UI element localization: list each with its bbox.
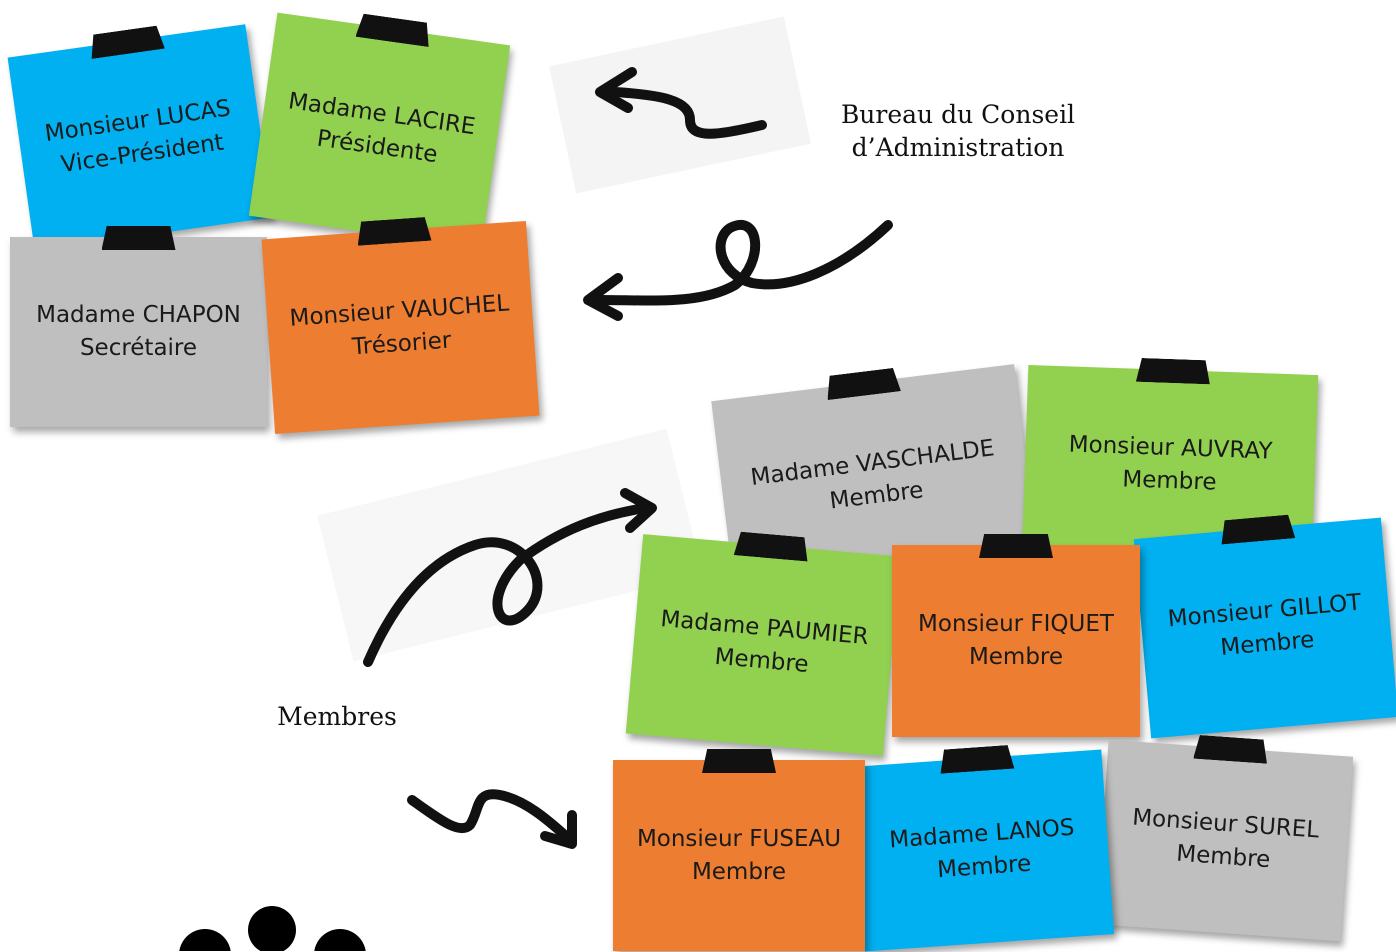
note-name: Madame CHAPON [36, 302, 241, 329]
note-fuseau: Monsieur FUSEAU Membre [613, 749, 865, 951]
note-role: Secrétaire [79, 335, 198, 361]
note-name: Monsieur FIQUET [918, 611, 1114, 638]
note-lacire: Madame LACIRE Présidente [248, 12, 511, 249]
note-name: Monsieur AUVRAY [1068, 431, 1273, 465]
note-gillot: Monsieur GILLOT Membre [1133, 518, 1396, 739]
note-lucas: Monsieur LUCAS Vice-Président [7, 24, 273, 251]
note-name: Monsieur FUSEAU [636, 825, 842, 852]
note-paumier: Madame PAUMIER Membre [625, 534, 901, 756]
bureau-heading: Bureau du Conseil d’Administration [818, 98, 1098, 165]
note-fiquet: Monsieur FIQUET Membre [892, 534, 1140, 737]
arrow-head-icon [620, 488, 657, 533]
people-icon [179, 906, 366, 951]
note-role: Membre [1121, 466, 1217, 496]
note-role: Membre [713, 643, 810, 678]
loop-arrow-icon [363, 503, 650, 667]
tape-icon [979, 534, 1053, 558]
note-vauchel: Monsieur VAUCHEL Trésorier [261, 221, 540, 435]
note-surel: Monsieur SUREL Membre [1095, 740, 1354, 942]
note-role: Trésorier [351, 327, 453, 360]
note-role: Membre [936, 850, 1032, 883]
note-lanos: Madame LANOS Membre [851, 750, 1115, 952]
arrow-head-icon [595, 67, 637, 113]
membres-heading-label: Membres [277, 702, 397, 731]
note-role: Membre [691, 858, 787, 885]
note-role: Membre [1219, 626, 1316, 661]
tape-icon [101, 226, 176, 250]
membres-heading: Membres [262, 700, 412, 733]
loop-arrow-icon [595, 220, 893, 306]
curly-arrow-icon [610, 87, 767, 139]
arrow-head-icon [583, 273, 623, 321]
arrow-head-icon [540, 810, 577, 849]
note-role: Membre [968, 644, 1064, 670]
note-chapon: Madame CHAPON Secrétaire [10, 226, 267, 427]
bureau-heading-line2: d’Administration [851, 133, 1065, 163]
squiggle-arrow-icon [407, 789, 573, 843]
tape-icon [702, 749, 776, 773]
note-role: Membre [1175, 840, 1272, 873]
bureau-heading-line1: Bureau du Conseil [840, 100, 1076, 129]
tape-icon [1136, 358, 1211, 385]
